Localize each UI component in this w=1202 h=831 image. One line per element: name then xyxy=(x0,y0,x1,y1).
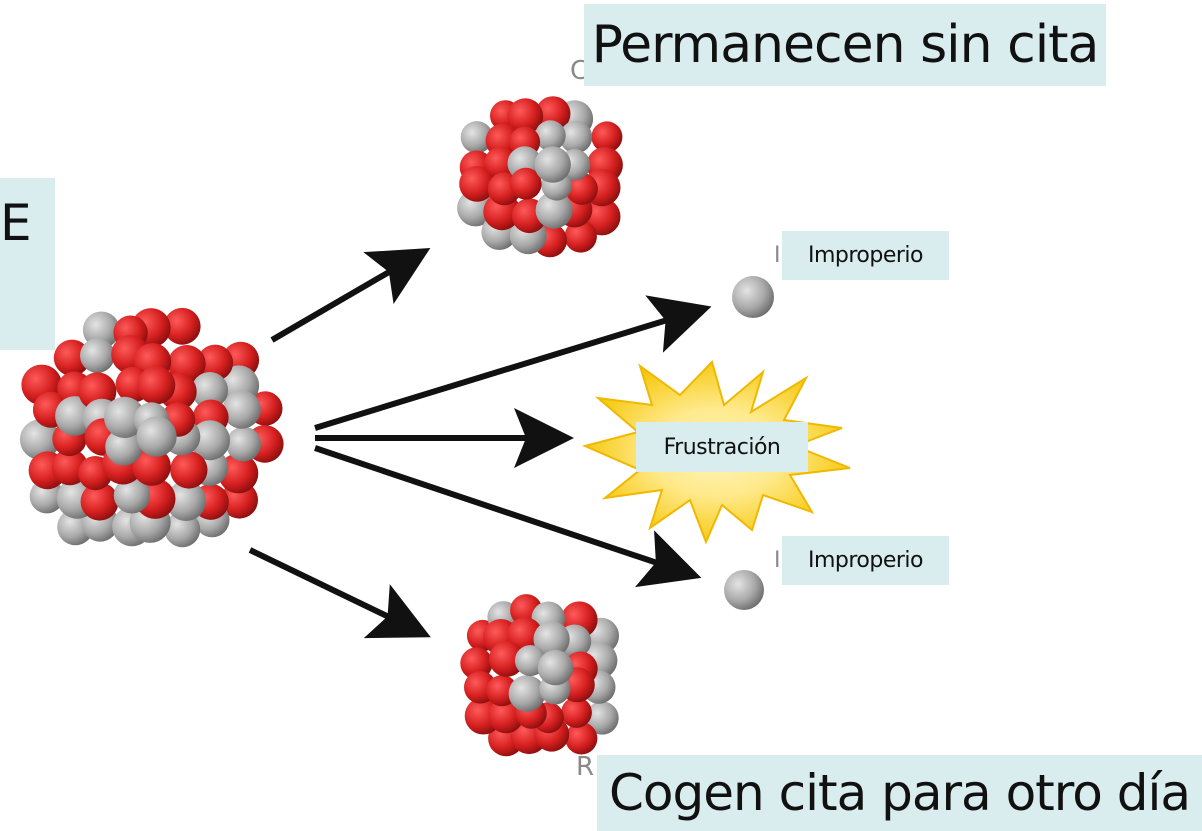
proton-ball xyxy=(132,447,171,486)
label-date-another-day: Cogen cita para otro día xyxy=(597,755,1202,831)
neutron-ball xyxy=(166,481,206,521)
arrow-to-lower-fragment xyxy=(248,547,431,639)
proton-ball xyxy=(488,641,525,677)
parent-nucleus xyxy=(19,307,284,548)
arrow-to-upper-fragment xyxy=(270,247,431,343)
neutron-ball xyxy=(104,396,146,438)
neutron-ball xyxy=(29,479,64,514)
neutron-ball xyxy=(533,621,570,658)
neutron-ball xyxy=(190,420,230,461)
proton-ball xyxy=(565,172,598,205)
arrow-to-lower-neutron xyxy=(314,445,702,588)
proton-ball xyxy=(561,697,592,728)
neutron-ball xyxy=(535,120,566,151)
neutron-ball xyxy=(19,419,61,460)
proton-ball xyxy=(484,146,517,180)
neutron-ball xyxy=(191,372,229,409)
neutron-ball xyxy=(534,146,571,183)
faint-letter-top: C xyxy=(570,56,589,86)
neutron-ball xyxy=(559,120,593,154)
proton-ball xyxy=(507,617,543,653)
proton-ball xyxy=(80,482,119,521)
label-left-partial: E xyxy=(0,178,55,350)
label-improperio-lower: Improperio xyxy=(782,536,949,585)
neutron-ball xyxy=(535,191,573,229)
neutron-ball xyxy=(164,511,201,548)
proton-ball xyxy=(591,121,623,153)
faint-letter-lower: I xyxy=(774,548,781,573)
neutron-ball xyxy=(105,428,143,466)
neutron-ball xyxy=(80,338,115,373)
proton-ball xyxy=(163,307,201,345)
proton-ball xyxy=(565,722,598,755)
proton-ball xyxy=(218,453,259,494)
neutron-ball xyxy=(222,390,261,429)
fragment-nucleus-lower xyxy=(460,594,619,757)
neutron-ball xyxy=(537,649,574,686)
fragment-nucleus-upper xyxy=(457,96,623,258)
proton-ball xyxy=(197,344,234,381)
neutron-lower xyxy=(724,570,764,610)
arrow-to-upper-neutron xyxy=(314,295,712,431)
proton-ball xyxy=(460,647,493,680)
neutron-ball xyxy=(113,477,151,514)
proton-ball xyxy=(170,451,208,489)
neutron-ball xyxy=(136,416,177,457)
neutron-upper xyxy=(732,276,774,318)
proton-ball xyxy=(564,220,597,253)
label-frustration: Frustración xyxy=(636,422,808,472)
neutron-ball xyxy=(460,121,493,154)
faint-letter-upper: I xyxy=(774,243,781,268)
label-no-date: Permanecen sin cita xyxy=(584,4,1106,86)
neutron-ball xyxy=(585,701,619,735)
faint-letter-bottom: R xyxy=(576,752,595,782)
label-improperio-upper: Improperio xyxy=(782,231,949,280)
proton-ball xyxy=(509,167,542,200)
proton-ball xyxy=(53,339,91,376)
proton-ball xyxy=(137,366,176,405)
proton-ball xyxy=(507,98,544,134)
neutron-ball xyxy=(508,675,546,712)
neutron-ball xyxy=(226,426,261,462)
proton-ball xyxy=(459,166,495,202)
